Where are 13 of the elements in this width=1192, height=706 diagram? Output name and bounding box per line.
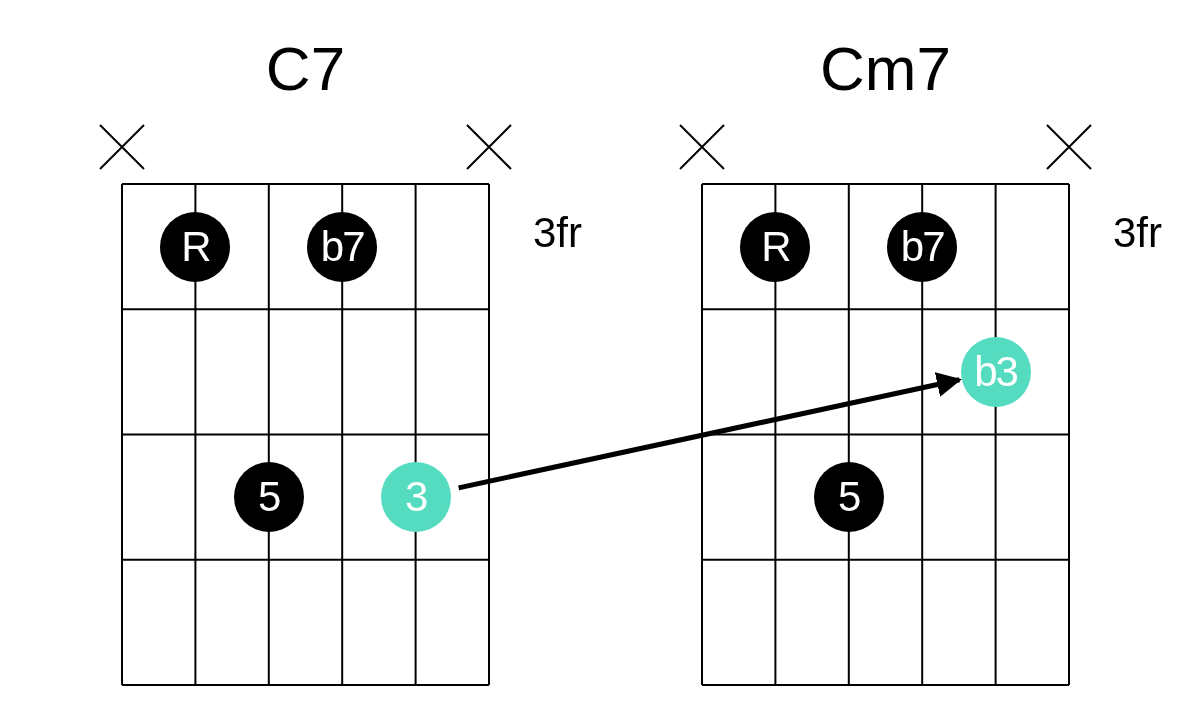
finger-dot: b3 <box>960 336 1031 407</box>
fret-label: 3fr <box>1113 209 1162 257</box>
finger-dot: R <box>740 211 811 282</box>
finger-dot: 5 <box>813 462 884 533</box>
finger-dot: 5 <box>233 462 304 533</box>
chord-name: C7 <box>264 34 347 104</box>
finger-dot: 3 <box>380 462 451 533</box>
arrow <box>458 372 962 491</box>
finger-dot: b7 <box>307 211 378 282</box>
finger-dot: b7 <box>887 211 958 282</box>
finger-dot: R <box>160 211 231 282</box>
chord-name: Cm7 <box>819 34 952 104</box>
fret-label: 3fr <box>533 209 582 257</box>
